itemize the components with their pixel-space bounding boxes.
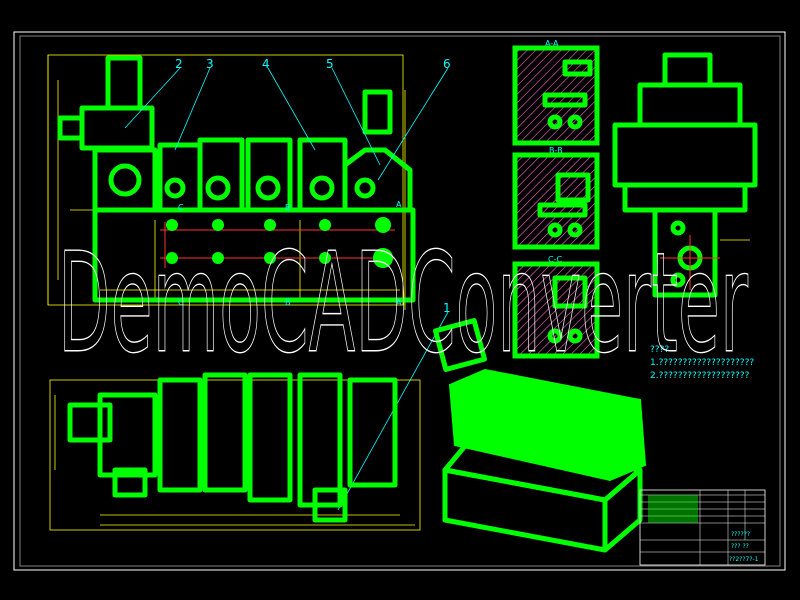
iso-valve-stack [448, 368, 647, 482]
side-port-3 [670, 272, 686, 288]
section-a-a: A-A [512, 39, 600, 146]
cut-mark-a-top: A [396, 200, 402, 209]
section-b-b-label: B-B [549, 146, 563, 155]
side-valve-body [612, 122, 758, 188]
top-pump-body [97, 392, 158, 478]
side-manifold [652, 207, 718, 298]
cut-mark-b-top: B [285, 203, 291, 212]
top-spool-4 [297, 372, 343, 508]
callout-1: 1 [443, 301, 451, 315]
callout-2: 2 [175, 57, 183, 71]
callout-3: 3 [206, 57, 214, 71]
section-a-a-slot-2 [542, 92, 588, 108]
callout-6: 6 [443, 57, 451, 71]
watermark: DemoCADConverter [58, 224, 748, 384]
callout-4: 4 [262, 57, 270, 71]
side-solenoid-body [637, 82, 743, 128]
top-solenoid [67, 402, 113, 443]
pump-port [108, 163, 142, 197]
side-view [612, 52, 758, 298]
spool-section-1 [157, 142, 203, 213]
section-c-c-hole-2 [567, 328, 583, 344]
title-block-drawing-no: ??2??7?-1 [729, 556, 759, 563]
section-c-c-slot-1 [552, 275, 588, 309]
note-2: 2.??????????????????? [650, 371, 750, 381]
cut-mark-c-bottom: C [178, 298, 184, 307]
spool-port-3 [255, 175, 281, 201]
solenoid-body [79, 105, 155, 151]
outer-frame [13, 31, 786, 571]
side-port-1 [670, 220, 686, 236]
solenoid-coil [105, 55, 143, 111]
cut-mark-a-bottom: A [396, 298, 402, 307]
title-block: ?????? ??? ?? ??2??7?-1 [639, 489, 766, 566]
section-c-c: C-C [512, 255, 600, 359]
top-view-dimensions [49, 379, 421, 531]
notes-heading: ???? [650, 345, 669, 355]
section-b-b-hole-2 [567, 222, 583, 238]
section-a-a-hole-2 [567, 114, 583, 130]
top-view [49, 372, 421, 531]
section-b-b: B-B [512, 146, 600, 250]
spool-port-4 [309, 175, 335, 201]
top-spool-2 [202, 372, 248, 493]
section-c-c-label: C-C [548, 255, 562, 264]
title-block-grid [640, 490, 765, 565]
side-valve-lower [622, 182, 748, 213]
isometric-view [433, 318, 647, 553]
top-spool-end [312, 487, 348, 523]
manifold-base [92, 207, 416, 303]
section-b-b-hole-1 [547, 222, 563, 238]
relief-valve-cap [362, 89, 393, 135]
inner-frame [19, 35, 781, 567]
front-view: C B A C B A [47, 54, 416, 310]
cut-mark-c-top: C [178, 203, 184, 212]
iso-solenoid [433, 318, 487, 372]
section-a-a-hole-1 [547, 114, 563, 130]
title-block-frame [639, 489, 766, 566]
section-c-c-hole-1 [547, 328, 563, 344]
iso-base-block [442, 467, 643, 553]
callout-5: 5 [326, 57, 334, 71]
spool-port-2 [205, 175, 231, 201]
section-b-b-slot-1 [555, 172, 591, 203]
section-b-b-slot-2 [537, 202, 588, 218]
title-block-revision-fill [648, 495, 698, 523]
title-block-title: ??? ?? [731, 543, 749, 550]
pump-housing [92, 147, 158, 213]
cut-mark-b-bottom: B [285, 298, 291, 307]
spool-port-1 [164, 177, 186, 199]
top-spool-1 [157, 377, 203, 493]
technical-notes: ???? 1.???????????????????? 2.??????????… [650, 345, 754, 381]
side-solenoid-top [662, 52, 713, 88]
title-block-name: ?????? [731, 531, 750, 538]
top-spool-3 [247, 372, 293, 503]
relief-valve-port [354, 177, 376, 199]
top-relief [347, 377, 398, 488]
section-a-a-slot-1 [562, 59, 593, 77]
iso-base-top [442, 437, 643, 503]
top-pump-lower [112, 467, 148, 498]
section-a-a-label: A-A [545, 39, 559, 48]
solenoid-knob [57, 115, 85, 141]
manifold-ports [166, 217, 393, 268]
note-1: 1.???????????????????? [650, 358, 754, 368]
